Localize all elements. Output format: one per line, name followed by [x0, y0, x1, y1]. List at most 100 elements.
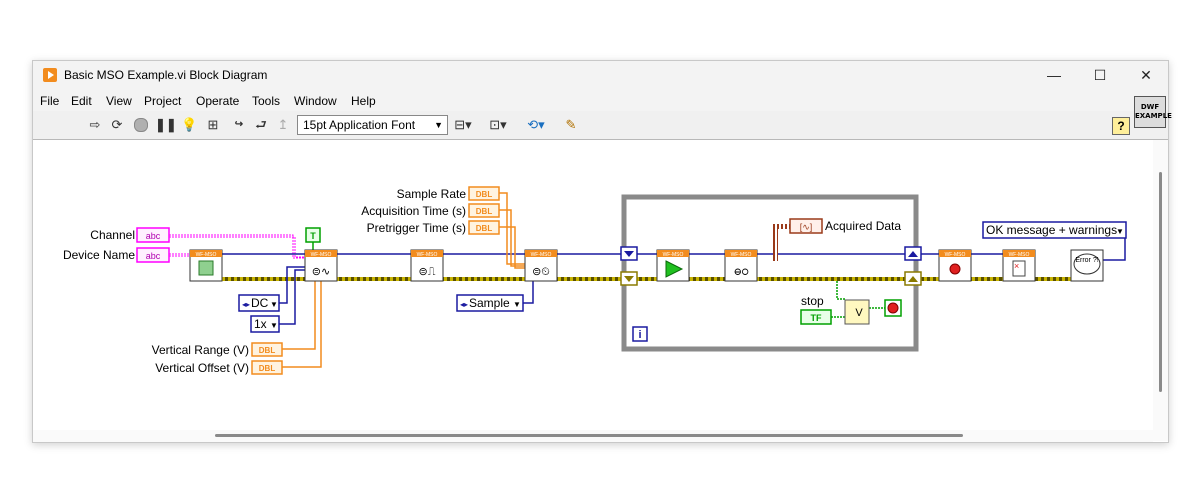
acquired-data-terminal[interactable] [789, 218, 823, 234]
or-label: V [855, 307, 863, 319]
channel-wire-2[interactable] [169, 236, 305, 258]
loop-index-terminal[interactable] [632, 326, 648, 342]
context-help-icon[interactable]: ? [1112, 117, 1130, 135]
menu-operate[interactable]: Operate [196, 94, 240, 108]
vertical-range-label: Vertical Range (V) [152, 343, 249, 357]
step-out-icon[interactable]: ↥ [277, 117, 289, 132]
vertical-scroll-thumb[interactable] [1159, 172, 1162, 392]
menu-window[interactable]: Window [294, 94, 337, 108]
config-timing-subvi[interactable]: WF-MSO ⊜⏲ [524, 249, 558, 282]
diagram-canvas[interactable]: i V stop TF [∿] Acquired Data Channel ab… [33, 140, 1153, 430]
horizontal-scrollbar[interactable] [33, 430, 1153, 442]
error-wire-3[interactable] [443, 277, 525, 281]
close-doc-icon [1012, 260, 1026, 277]
error-wire-8[interactable] [921, 277, 939, 281]
error-wire-2[interactable] [337, 277, 411, 281]
error-msg-chevron-icon: ▼ [1116, 227, 1124, 236]
error-msg-enum[interactable] [982, 221, 1127, 239]
pretrigger-time-terminal[interactable] [468, 220, 500, 235]
probe-wire[interactable] [279, 269, 305, 325]
error-wire-4[interactable] [557, 277, 621, 281]
vi-icon-badge[interactable]: DWF EXAMPLE [1134, 96, 1172, 128]
true-constant[interactable] [305, 227, 321, 243]
coupling-enum[interactable] [238, 294, 280, 312]
horizontal-scroll-thumb[interactable] [215, 434, 963, 437]
title-bar: Basic MSO Example.vi Block Diagram — ☐ ✕ [33, 61, 1168, 89]
minimize-button[interactable]: — [1047, 67, 1061, 83]
probe-chevron-icon: ▼ [270, 321, 278, 330]
menu-view[interactable]: View [106, 94, 132, 108]
mode-enum[interactable] [456, 294, 524, 312]
error-wire-10[interactable] [1035, 277, 1071, 281]
open-subvi[interactable]: WF-MSO [189, 249, 223, 282]
step-over-icon[interactable]: ⮐ [255, 117, 267, 132]
vertical-range-wire[interactable] [282, 272, 316, 350]
menu-project[interactable]: Project [144, 94, 182, 108]
run-header: WF-MSO [663, 252, 684, 258]
or-function[interactable] [844, 299, 870, 325]
acquisition-time-terminal[interactable] [468, 203, 500, 218]
vertical-range-terminal[interactable] [251, 342, 283, 357]
vi-icon-line1: DWF [1140, 103, 1160, 111]
retain-wire-values-icon[interactable]: ⊞ [207, 117, 219, 132]
coupling-chevron-icon: ▼ [270, 300, 278, 309]
stop-subvi[interactable]: WF-MSO [938, 249, 972, 282]
probe-enum[interactable] [250, 315, 280, 333]
error-wire-6[interactable] [689, 277, 725, 281]
close-subvi[interactable]: WF-MSO × [1002, 249, 1036, 282]
read-subvi[interactable]: WF-MSO ഠ̶ഠ [724, 249, 758, 282]
menu-help[interactable]: Help [351, 94, 376, 108]
channel-label: Channel [90, 228, 135, 242]
vertical-offset-label: Vertical Offset (V) [155, 361, 249, 375]
config-vertical-subvi[interactable]: WF-MSO ⊜∿ [304, 249, 338, 282]
acquired-data-wire-v[interactable] [773, 226, 778, 261]
reorder-icon[interactable]: ⟲▾ [527, 117, 545, 132]
config-trigger-subvi[interactable]: WF-MSO ⊜⎍ [410, 249, 444, 282]
sample-rate-wire[interactable] [499, 192, 525, 265]
channel-wire[interactable] [169, 234, 305, 259]
menu-edit[interactable]: Edit [71, 94, 92, 108]
error-wire-9[interactable] [971, 277, 1003, 281]
run-arrow-icon[interactable]: ⇨ [89, 117, 101, 132]
toolbar: ⇨ ⟳ ❚❚ 💡 ⊞ ↪ ⮐ ↥ 15pt Application Font ▼… [33, 111, 1168, 140]
error-wire-7[interactable] [757, 277, 905, 281]
pause-icon[interactable]: ❚❚ [155, 117, 177, 132]
maximize-button[interactable]: ☐ [1093, 67, 1107, 83]
font-select[interactable]: 15pt Application Font ▼ [297, 115, 448, 135]
cleanup-diagram-icon[interactable]: ✎ [565, 117, 577, 132]
run-subvi[interactable]: WF-MSO [656, 249, 690, 282]
coupling-value: DC [251, 296, 269, 310]
sample-rate-terminal[interactable] [468, 186, 500, 201]
acq-time-wire[interactable] [499, 209, 525, 267]
error-bubble-icon [1073, 253, 1101, 275]
error-wire-5[interactable] [637, 277, 657, 281]
run-continuously-icon[interactable]: ⟳ [111, 117, 123, 132]
loop-index-label: i [638, 329, 641, 341]
error-wire-1[interactable] [222, 277, 305, 281]
highlight-execution-icon[interactable]: 💡 [181, 117, 198, 132]
align-objects-icon[interactable]: ⊟▾ [454, 117, 472, 132]
error-status-wire[interactable] [836, 281, 845, 300]
close-button[interactable]: ✕ [1140, 67, 1152, 83]
step-into-icon[interactable]: ↪ [234, 119, 244, 130]
vertical-offset-wire[interactable] [282, 272, 322, 368]
block-diagram-window: Basic MSO Example.vi Block Diagram — ☐ ✕… [32, 60, 1169, 443]
acquired-data-wire-h[interactable] [773, 224, 790, 229]
channel-terminal[interactable] [136, 227, 170, 243]
device-name-type: abc [146, 251, 161, 261]
stop-terminal[interactable] [800, 309, 832, 325]
simple-error-handler[interactable]: Error ?! [1070, 249, 1104, 282]
open-device-icon [198, 260, 214, 276]
coupling-wire[interactable] [279, 266, 305, 304]
distribute-objects-icon[interactable]: ⊡▾ [489, 117, 507, 132]
shift-register-left-err-arrow [624, 276, 634, 282]
vertical-offset-terminal[interactable] [251, 360, 283, 375]
menu-tools[interactable]: Tools [252, 94, 281, 108]
config-trigger-header: WF-MSO [417, 252, 438, 258]
menu-file[interactable]: File [40, 94, 60, 108]
pretrigger-wire[interactable] [499, 226, 525, 269]
abort-icon[interactable] [133, 117, 149, 133]
device-name-terminal[interactable] [136, 247, 170, 263]
vertical-scrollbar[interactable] [1153, 140, 1168, 441]
trigger-edge-icon: ⊜⎍ [419, 266, 436, 278]
